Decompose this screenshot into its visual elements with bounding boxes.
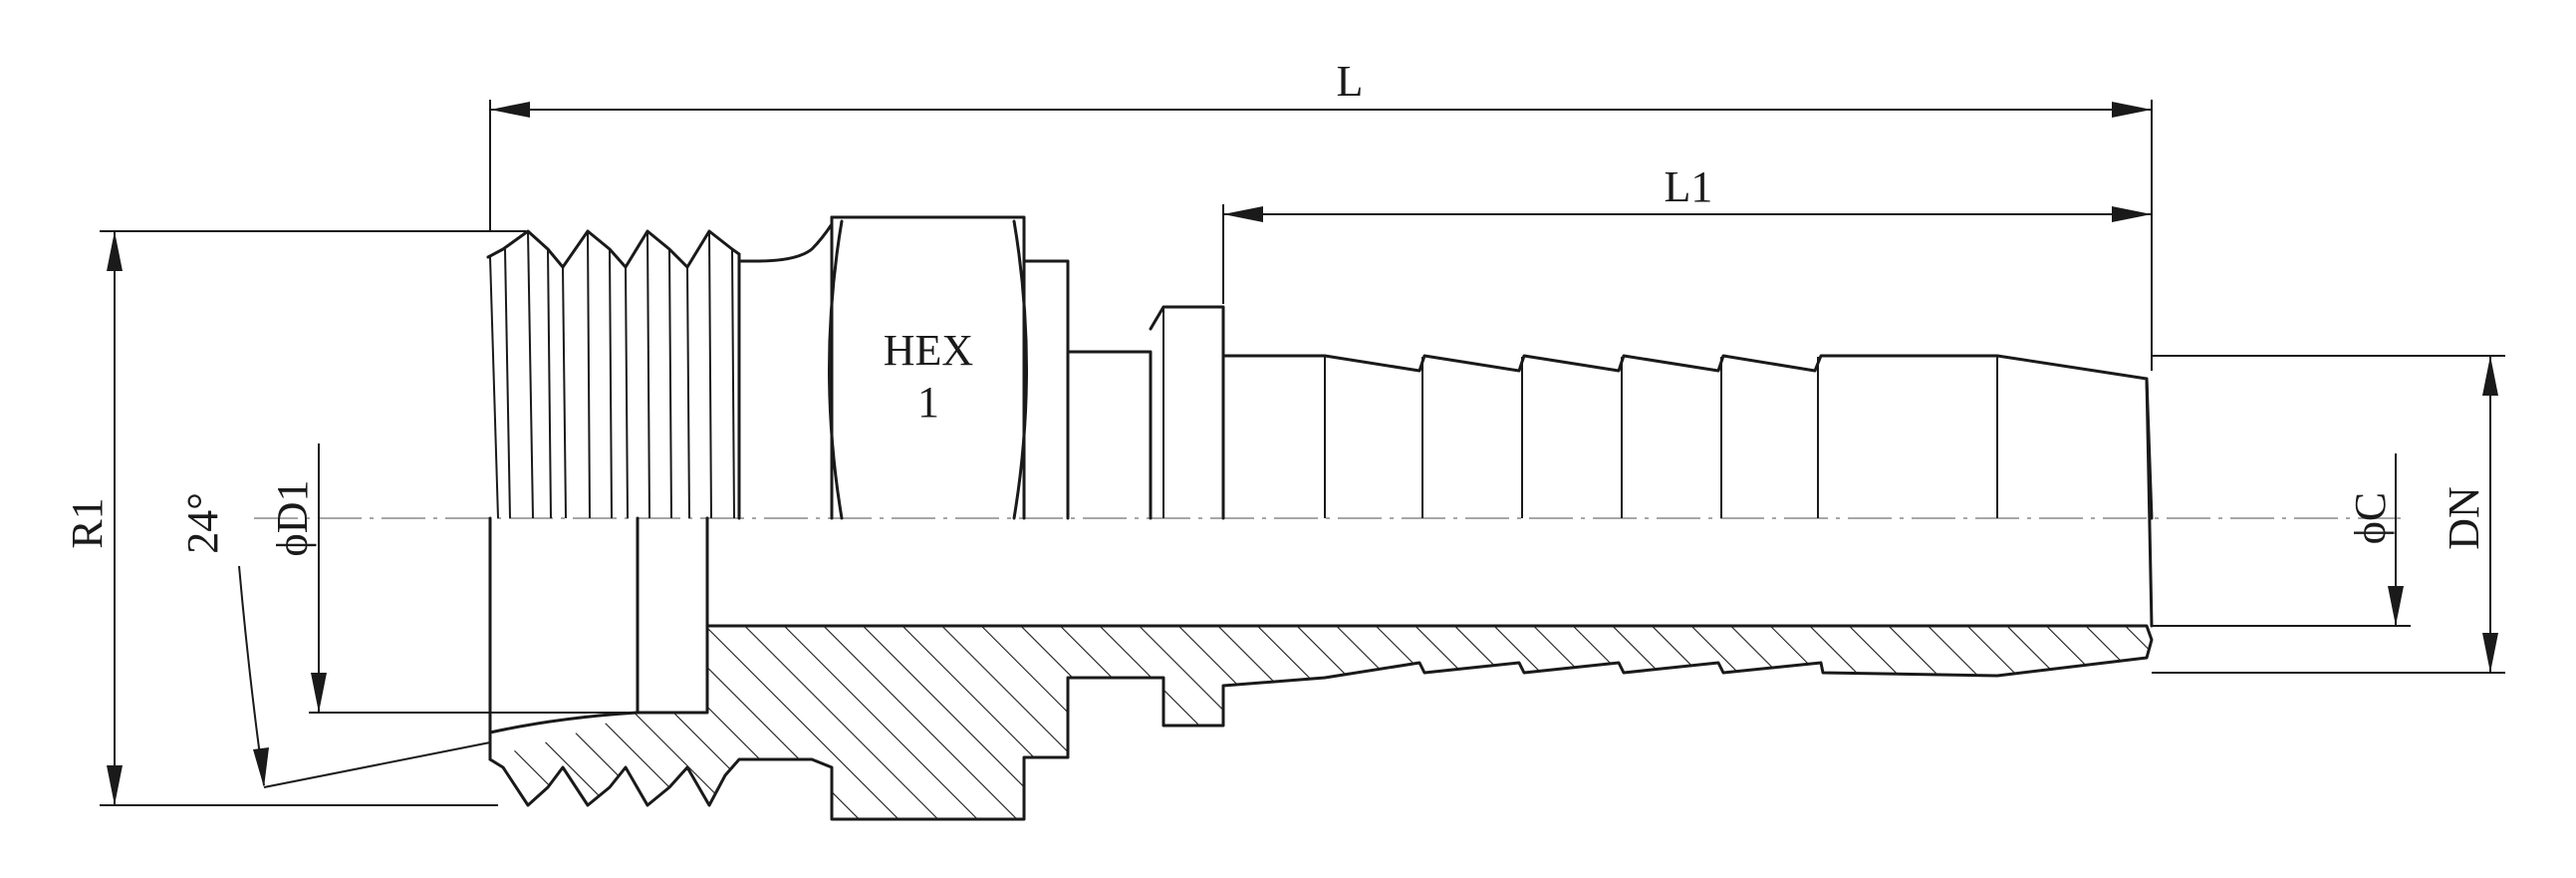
dimension-L1: L1: [1222, 162, 2152, 304]
upper-outline: [486, 215, 2154, 520]
thread-crests-upper: [486, 229, 741, 269]
label-L: L: [1337, 57, 1364, 106]
label-hex: HEX: [884, 326, 973, 375]
label-hex-number: 1: [917, 378, 939, 427]
label-L1: L1: [1665, 162, 1713, 211]
dimension-seat-angle: 24°: [178, 492, 491, 788]
hex-label: HEX 1: [884, 326, 973, 427]
barb-profile-upper: [1221, 354, 2154, 520]
label-C: ϕC: [2346, 492, 2395, 545]
dimension-C: ϕC: [2152, 453, 2411, 627]
dimension-DN: DN: [2152, 355, 2505, 674]
section-hatch: [490, 626, 2152, 819]
section-outline: [488, 624, 2154, 821]
label-seat-angle: 24°: [178, 492, 227, 554]
dimension-R1: R1: [63, 230, 526, 806]
lower-section: [309, 377, 2154, 821]
label-DN: DN: [2440, 486, 2488, 550]
label-R1: R1: [63, 497, 112, 548]
dimension-L: L: [489, 57, 2153, 371]
thread-flanks-upper: [489, 230, 735, 519]
label-D1: ϕD1: [268, 480, 317, 557]
dimension-D1: ϕD1: [268, 443, 327, 713]
